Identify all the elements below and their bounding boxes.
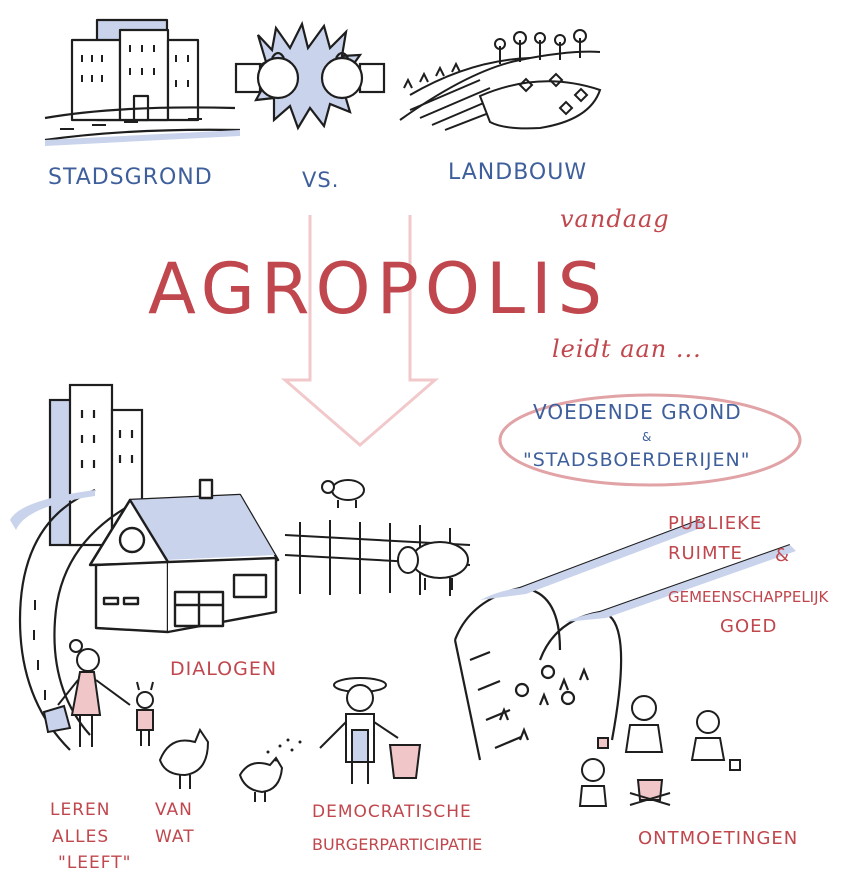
label-alles: ALLES [52, 827, 110, 847]
title-agropolis: AGROPOLIS [148, 248, 609, 330]
goal-connector: & [642, 430, 653, 444]
seed-dots [266, 738, 302, 762]
greenhouse-icon [453, 518, 796, 761]
label-leeft: "LEEFT" [58, 853, 132, 873]
label-publieke: PUBLIEKE [668, 513, 763, 534]
chicken-icons [158, 727, 284, 802]
goal-line-2: "STADSBOERDERIJEN" [523, 449, 751, 471]
label-van: VAN [155, 800, 193, 820]
label-ontmoetingen: ONTMOETINGEN [638, 828, 799, 849]
label-democratische: DEMOCRATISCHE [312, 802, 472, 822]
road-icon [10, 488, 141, 751]
label-goed: GOED [720, 616, 778, 637]
label-wat: WAT [155, 827, 195, 847]
city-icon [44, 18, 241, 146]
label-vandaag: vandaag [560, 205, 670, 233]
label-gemeenschappelijk: GEMEENSCHAPPELIJK [668, 588, 829, 606]
label-leidt-aan: leidt aan ... [552, 335, 702, 363]
farmer-figure [319, 677, 422, 784]
kids-figures [578, 695, 741, 807]
child-figure [136, 681, 154, 746]
label-leren: LEREN [50, 800, 111, 820]
mother-figure [42, 639, 131, 747]
down-arrow [280, 215, 440, 447]
label-ruimte-amp: & [775, 545, 791, 566]
cow-icon [397, 541, 469, 590]
label-burgerparticipatie: BURGERPARTICIPATIE [312, 835, 483, 854]
label-stadsgrond: STADSGROND [48, 165, 213, 190]
label-landbouw: LANDBOUW [448, 160, 588, 185]
clash-icon [234, 20, 386, 131]
label-ruimte: RUIMTE [668, 543, 743, 564]
sheep-icon [321, 479, 365, 508]
goal-line-1: VOEDENDE GROND [533, 400, 742, 424]
label-vs: VS. [302, 168, 340, 192]
label-dialogen: DIALOGEN [170, 658, 278, 680]
goals-ellipse [498, 393, 802, 487]
farmland-icon [399, 29, 602, 131]
house-icon [88, 478, 280, 634]
